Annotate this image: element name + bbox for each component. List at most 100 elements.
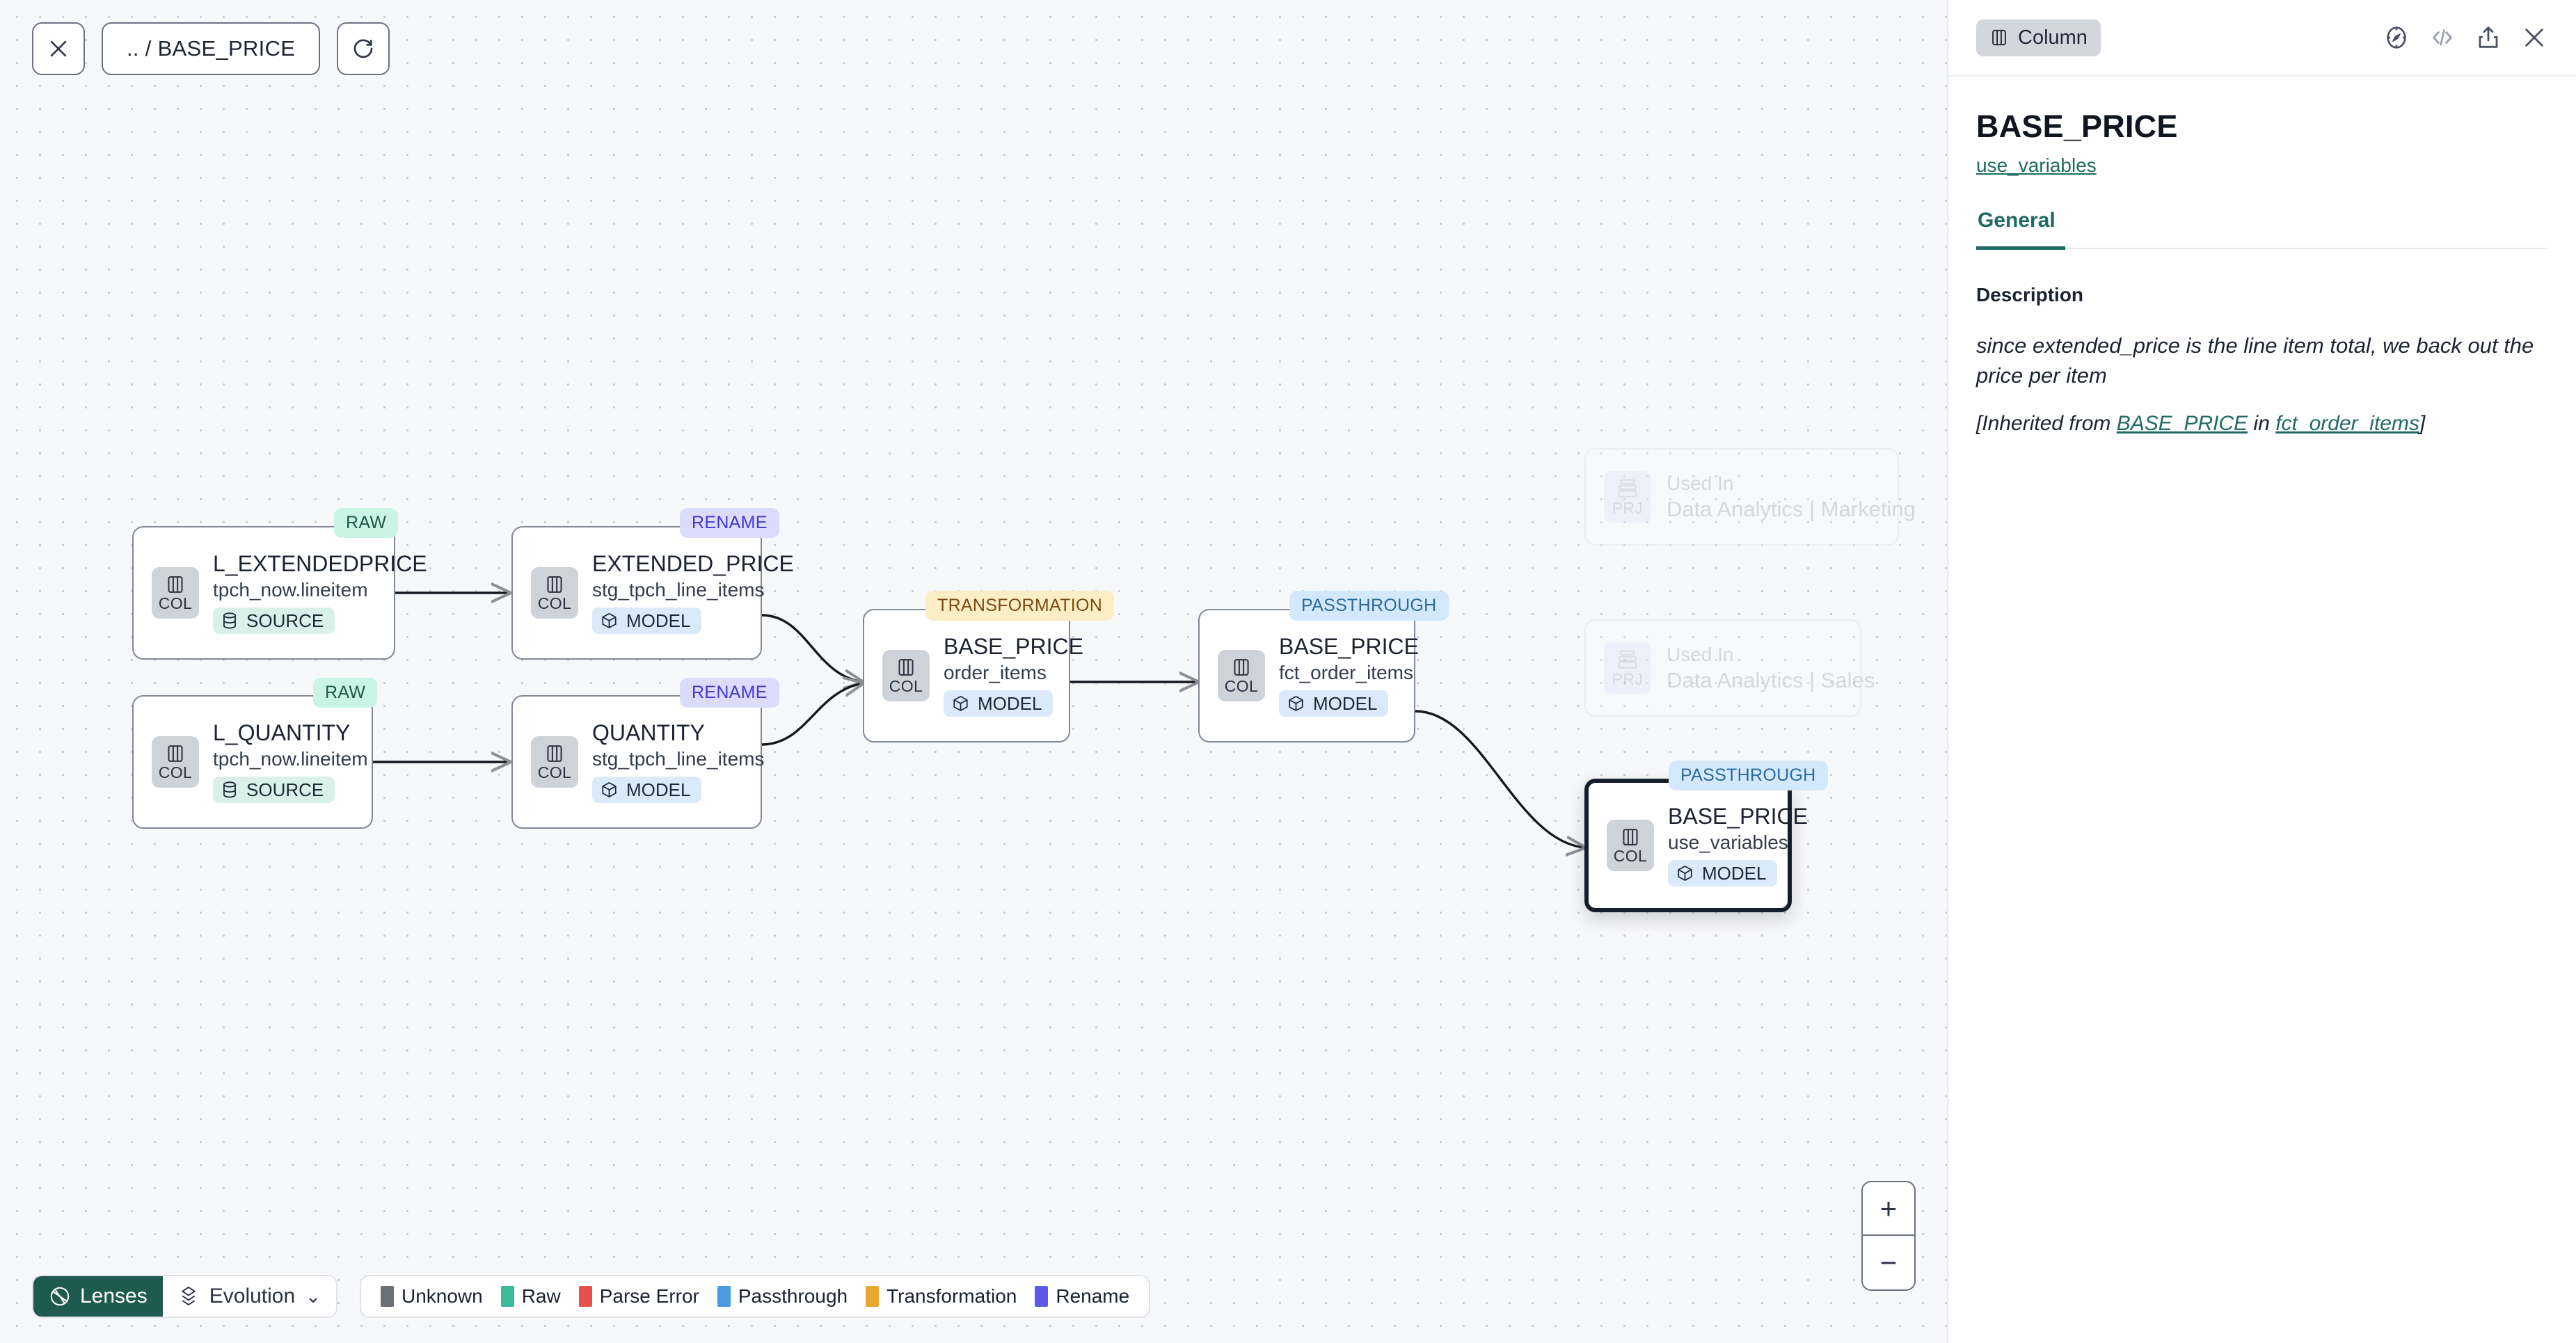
- lineage-canvas[interactable]: .. / BASE_PRICE PRJ Used In Data A: [0, 0, 1947, 1343]
- inherited-column-link[interactable]: BASE_PRICE: [2116, 411, 2248, 435]
- node-badge-passthrough: PASSTHROUGH: [1669, 761, 1828, 790]
- node-title: BASE_PRICE: [944, 633, 1083, 659]
- used-in-label: Used In: [1667, 643, 1734, 665]
- project-icon-label: PRJ: [1612, 669, 1644, 688]
- node-subtitle: fct_order_items: [1279, 662, 1413, 684]
- node-kind-label: MODEL: [1702, 863, 1767, 884]
- evolution-dropdown[interactable]: Evolution ⌄: [162, 1276, 336, 1317]
- entity-type-label: Column: [2018, 26, 2088, 49]
- graph-node-base-price-use-variables-selected[interactable]: COL BASE_PRICE use_variables MODEL: [1584, 779, 1808, 912]
- graph-node-extended-price[interactable]: COL EXTENDED_PRICE stg_tpch_line_items M…: [511, 526, 794, 660]
- column-icon-label: COL: [1224, 677, 1259, 695]
- panel-body: BASE_PRICE use_variables General Descrip…: [1948, 77, 2576, 1343]
- column-icon: [1992, 29, 2006, 46]
- column-icon: COL: [531, 736, 578, 788]
- cube-icon: [1289, 696, 1303, 712]
- column-icon-label: COL: [889, 677, 923, 695]
- column-icon-label: COL: [537, 594, 572, 612]
- node-kind-label: SOURCE: [246, 779, 324, 801]
- used-in-name: Data Analytics | Sales: [1667, 667, 1875, 692]
- legend-label: Unknown: [401, 1285, 483, 1307]
- node-title: BASE_PRICE: [1668, 803, 1808, 829]
- node-badge-raw: RAW: [334, 508, 399, 538]
- refresh-button[interactable]: [337, 22, 390, 75]
- column-icon-label: COL: [158, 594, 193, 612]
- legend-swatch: [866, 1286, 880, 1307]
- node-kind-pill: SOURCE: [213, 777, 335, 804]
- canvas-toolbar: .. / BASE_PRICE: [32, 22, 390, 75]
- inherited-note: [Inherited from BASE_PRICE in fct_order_…: [1976, 409, 2548, 438]
- legend-label: Passthrough: [738, 1285, 848, 1307]
- node-badge-passthrough: PASSTHROUGH: [1289, 591, 1449, 621]
- graph-node-l-quantity[interactable]: COL L_QUANTITY tpch_now.lineitem SOURCE: [132, 695, 373, 829]
- refresh-icon: [353, 39, 373, 58]
- lenses-group: Lenses Evolution ⌄: [32, 1275, 337, 1318]
- lenses-button[interactable]: Lenses: [33, 1276, 163, 1317]
- zoom-controls: + −: [1861, 1181, 1916, 1291]
- legend-swatch: [380, 1286, 394, 1307]
- zoom-in-button[interactable]: +: [1863, 1182, 1914, 1236]
- used-in-label: Used In: [1667, 472, 1734, 494]
- zoom-out-button[interactable]: −: [1879, 1246, 1898, 1279]
- details-panel: Column: [1947, 0, 2576, 1343]
- panel-tabs: General: [1976, 209, 2548, 250]
- entity-type-chip[interactable]: Column: [1976, 19, 2101, 56]
- panel-actions: [2383, 24, 2548, 51]
- compass-icon[interactable]: [2383, 24, 2410, 51]
- node-kind-label: MODEL: [626, 610, 691, 632]
- cube-icon: [1678, 866, 1692, 882]
- graph-node-base-price-fct-order-items[interactable]: COL BASE_PRICE fct_order_items MODEL: [1198, 609, 1419, 742]
- graph-node-l-extendedprice[interactable]: COL L_EXTENDEDPRICE tpch_now.lineitem SO…: [132, 526, 427, 660]
- legend-label: Rename: [1056, 1285, 1130, 1307]
- legend-item-unknown: Unknown: [380, 1285, 483, 1308]
- node-kind-pill: MODEL: [1279, 690, 1389, 717]
- description-label: Description: [1976, 284, 2084, 305]
- close-icon[interactable]: [2520, 24, 2548, 51]
- legend-label: Transformation: [887, 1285, 1017, 1307]
- node-subtitle: stg_tpch_line_items: [592, 748, 765, 770]
- cube-icon: [602, 613, 617, 629]
- project-icon: PRJ: [1604, 471, 1651, 523]
- node-title: EXTENDED_PRICE: [592, 550, 794, 576]
- node-badge-rename: RENAME: [680, 508, 779, 538]
- node-title: L_EXTENDEDPRICE: [213, 550, 427, 576]
- tab-general[interactable]: General: [1976, 209, 2065, 250]
- graph-node-base-price-order-items[interactable]: COL BASE_PRICE order_items MODEL: [863, 609, 1083, 742]
- node-kind-label: MODEL: [978, 693, 1042, 715]
- lenses-icon: [50, 1287, 70, 1306]
- column-icon: COL: [882, 650, 930, 701]
- inherited-suffix: ]: [2419, 411, 2426, 435]
- used-in-card-sales[interactable]: PRJ Used In Data Analytics | Sales: [1584, 619, 1875, 717]
- node-subtitle: tpch_now.lineitem: [213, 579, 368, 601]
- share-icon[interactable]: [2474, 24, 2502, 51]
- node-subtitle: stg_tpch_line_items: [592, 579, 765, 601]
- legend-item-parse-error: Parse Error: [578, 1285, 699, 1308]
- legend-swatch: [578, 1286, 592, 1307]
- status-legend: Unknown Raw Parse Error Passthrough Tran…: [359, 1275, 1151, 1318]
- column-icon: COL: [152, 567, 199, 619]
- breadcrumb-button[interactable]: .. / BASE_PRICE: [102, 22, 321, 75]
- node-kind-pill: MODEL: [592, 777, 702, 804]
- node-kind-pill: SOURCE: [213, 607, 335, 635]
- node-title: L_QUANTITY: [213, 720, 351, 745]
- panel-header: Column: [1948, 0, 2576, 77]
- used-in-card-marketing[interactable]: PRJ Used In Data Analytics | Marketing: [1584, 448, 1916, 546]
- legend-item-transformation: Transformation: [866, 1285, 1017, 1308]
- close-graph-button[interactable]: [32, 22, 85, 75]
- graph-node-quantity[interactable]: COL QUANTITY stg_tpch_line_items MODEL: [511, 695, 765, 829]
- legend-item-passthrough: Passthrough: [717, 1285, 848, 1308]
- legend-item-rename: Rename: [1035, 1285, 1129, 1308]
- inherited-model-link[interactable]: fct_order_items: [2275, 411, 2419, 435]
- node-title: QUANTITY: [592, 720, 705, 745]
- node-subtitle: order_items: [944, 662, 1047, 684]
- close-icon: [50, 40, 67, 57]
- column-icon: COL: [1218, 650, 1265, 701]
- code-icon[interactable]: [2428, 24, 2456, 51]
- evolution-label: Evolution: [209, 1285, 296, 1308]
- database-icon: [223, 781, 236, 798]
- node-kind-label: MODEL: [626, 779, 691, 801]
- inherited-prefix: [Inherited from: [1976, 411, 2117, 435]
- node-badge-raw: RAW: [313, 678, 378, 708]
- model-link[interactable]: use_variables: [1976, 154, 2097, 176]
- node-kind-pill: MODEL: [1668, 860, 1778, 887]
